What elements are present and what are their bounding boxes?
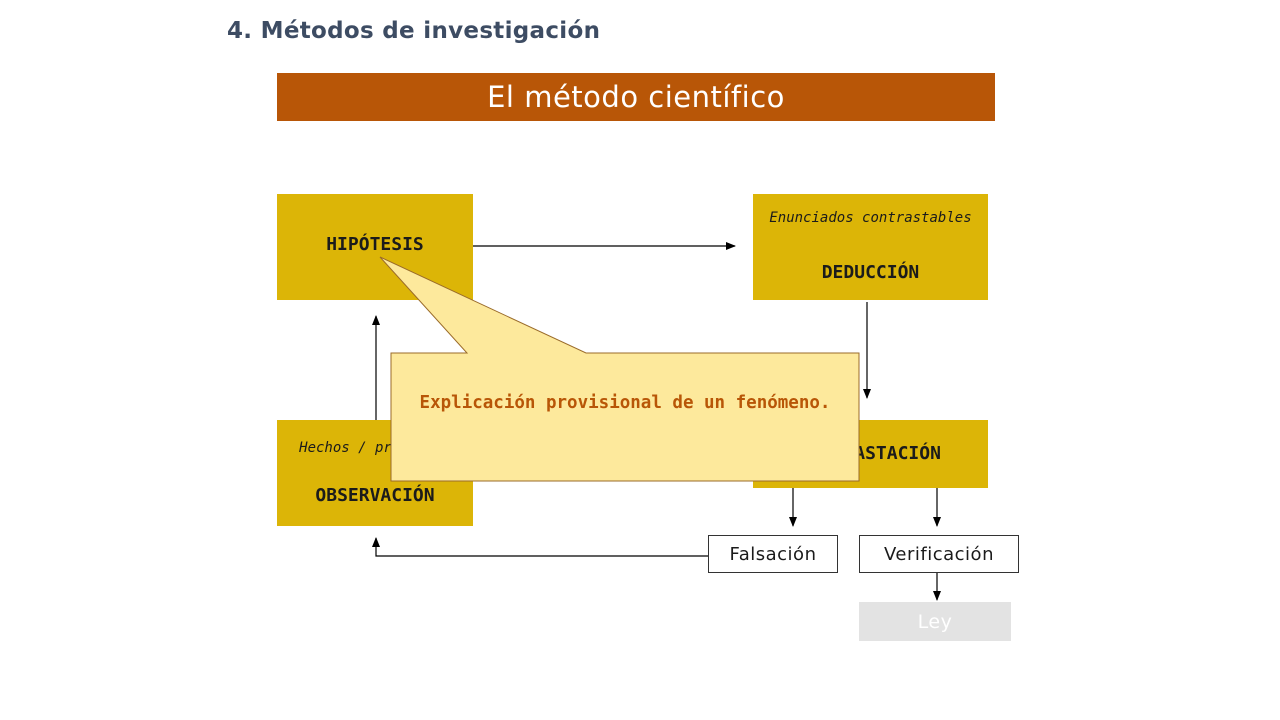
arrow-falsacion-to-observacion (372, 537, 708, 557)
callout-bubble (379, 256, 860, 482)
ley-box: Ley (859, 602, 1011, 641)
deduccion-label: DEDUCCIÓN (821, 262, 920, 283)
banner-title: El método científico (277, 73, 995, 121)
deduccion-caption: Enunciados contrastables (769, 210, 972, 226)
callout-text: Explicación provisional de un fenómeno. (419, 393, 831, 413)
section-heading: 4. Métodos de investigación (227, 18, 601, 44)
hipotesis-label: HIPÓTESIS (326, 234, 424, 255)
verificacion-box: Verificación (859, 535, 1019, 573)
hipotesis-box: HIPÓTESIS (277, 194, 473, 300)
falsacion-box: Falsación (708, 535, 838, 573)
deduccion-box: Enunciados contrastables DEDUCCIÓN (753, 194, 988, 300)
observacion-label: OBSERVACIÓN (315, 485, 435, 506)
